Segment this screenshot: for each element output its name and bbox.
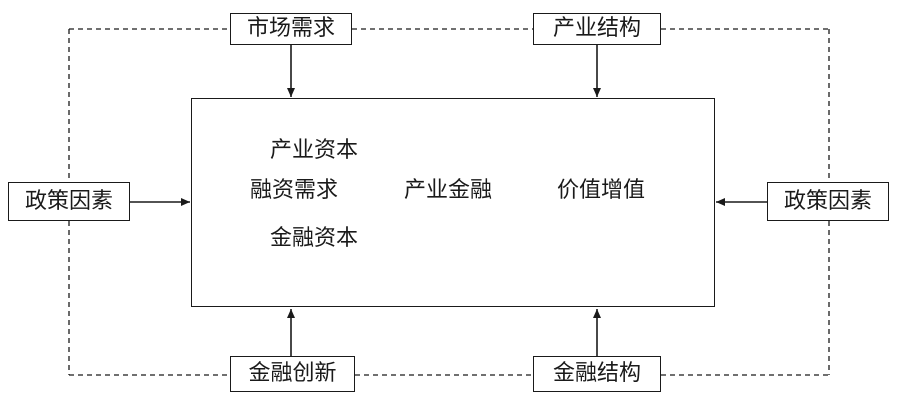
policy-factors-left-box: 政策因素 bbox=[8, 182, 130, 221]
market-demand-box: 市场需求 bbox=[230, 13, 352, 45]
industrial-finance-label: 产业金融 bbox=[404, 178, 493, 203]
policy-factors-left-label: 政策因素 bbox=[24, 188, 113, 214]
core-process-box bbox=[191, 98, 715, 307]
dashed-outer-loop bbox=[68, 28, 830, 376]
policy-factors-right-box: 政策因素 bbox=[767, 182, 889, 221]
financial-capital-label: 金融资本 bbox=[270, 226, 359, 251]
industrial-capital-label: 产业资本 bbox=[270, 138, 359, 163]
financing-demand-label: 融资需求 bbox=[250, 178, 339, 203]
industrial-structure-box: 产业结构 bbox=[533, 13, 661, 45]
value-added-label: 价值增值 bbox=[557, 178, 646, 203]
financial-structure-label: 金融结构 bbox=[552, 361, 641, 386]
policy-factors-right-label: 政策因素 bbox=[783, 188, 872, 214]
financial-structure-box: 金融结构 bbox=[533, 356, 661, 392]
market-demand-label: 市场需求 bbox=[246, 16, 335, 41]
industrial-structure-label: 产业结构 bbox=[552, 16, 641, 41]
financial-innovation-label: 金融创新 bbox=[248, 361, 337, 386]
financial-innovation-box: 金融创新 bbox=[230, 356, 355, 392]
